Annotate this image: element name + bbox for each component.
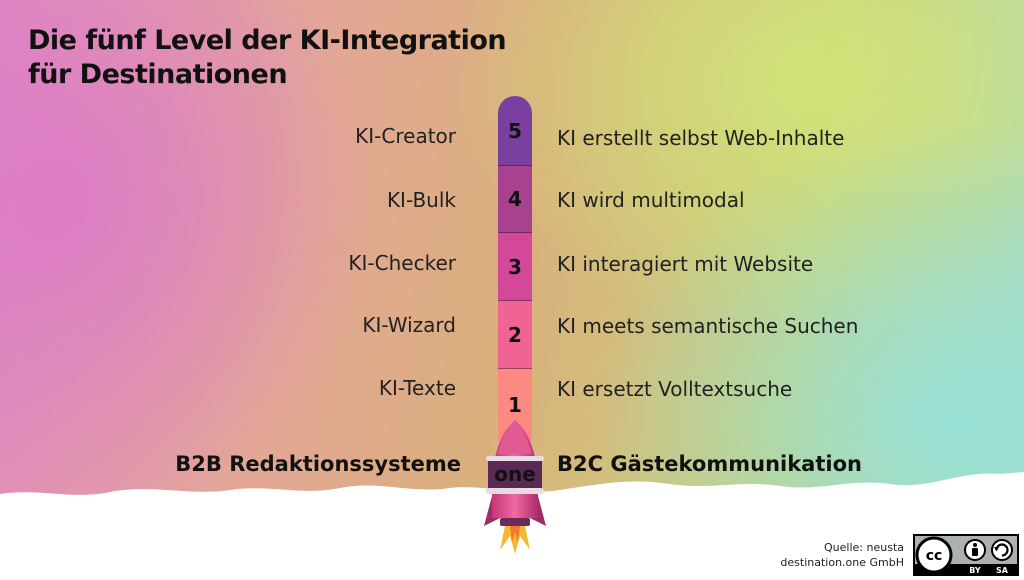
by-label: BY	[969, 566, 981, 575]
level-1-description: KI ersetzt Volltextsuche	[557, 377, 793, 401]
diagram-title: Die fünf Level der KI-Integration für De…	[28, 24, 507, 92]
rocket-label: one	[494, 462, 536, 486]
level-3-segment: 3	[498, 233, 532, 301]
cc-license-badge: cc BY SA	[913, 534, 1019, 576]
level-2-name: KI-Wizard	[362, 313, 456, 337]
level-4-name: KI-Bulk	[386, 188, 456, 212]
cc-logo-text: cc	[926, 548, 943, 564]
level-2-description: KI meets semantische Suchen	[557, 314, 859, 338]
level-3-name: KI-Checker	[348, 251, 456, 275]
level-4-description: KI wird multimodal	[557, 188, 745, 212]
source-line-2: destination.one GmbH	[780, 556, 904, 569]
level-5-segment: 5	[498, 96, 532, 166]
source-line-1: Quelle: neusta	[824, 541, 904, 554]
level-1-name: KI-Texte	[378, 376, 456, 400]
title-line-1: Die fünf Level der KI-Integration	[28, 25, 507, 56]
level-2-segment: 2	[498, 301, 532, 369]
rocket-icon	[484, 420, 546, 554]
title-line-2: für Destinationen	[28, 59, 288, 90]
sa-icon	[991, 539, 1013, 561]
source-note: Quelle: neusta destination.one GmbH	[780, 540, 904, 570]
level-4-segment: 4	[498, 166, 532, 233]
level-1-segment: 1	[498, 369, 532, 441]
footer-left-label: B2B Redaktionssysteme	[175, 452, 461, 476]
footer-right-label: B2C Gästekommunikation	[557, 452, 862, 476]
level-3-description: KI interagiert mit Website	[557, 252, 814, 276]
level-5-description: KI erstellt selbst Web-Inhalte	[557, 126, 845, 150]
level-5-name: KI-Creator	[355, 124, 456, 148]
sa-label: SA	[996, 566, 1009, 575]
